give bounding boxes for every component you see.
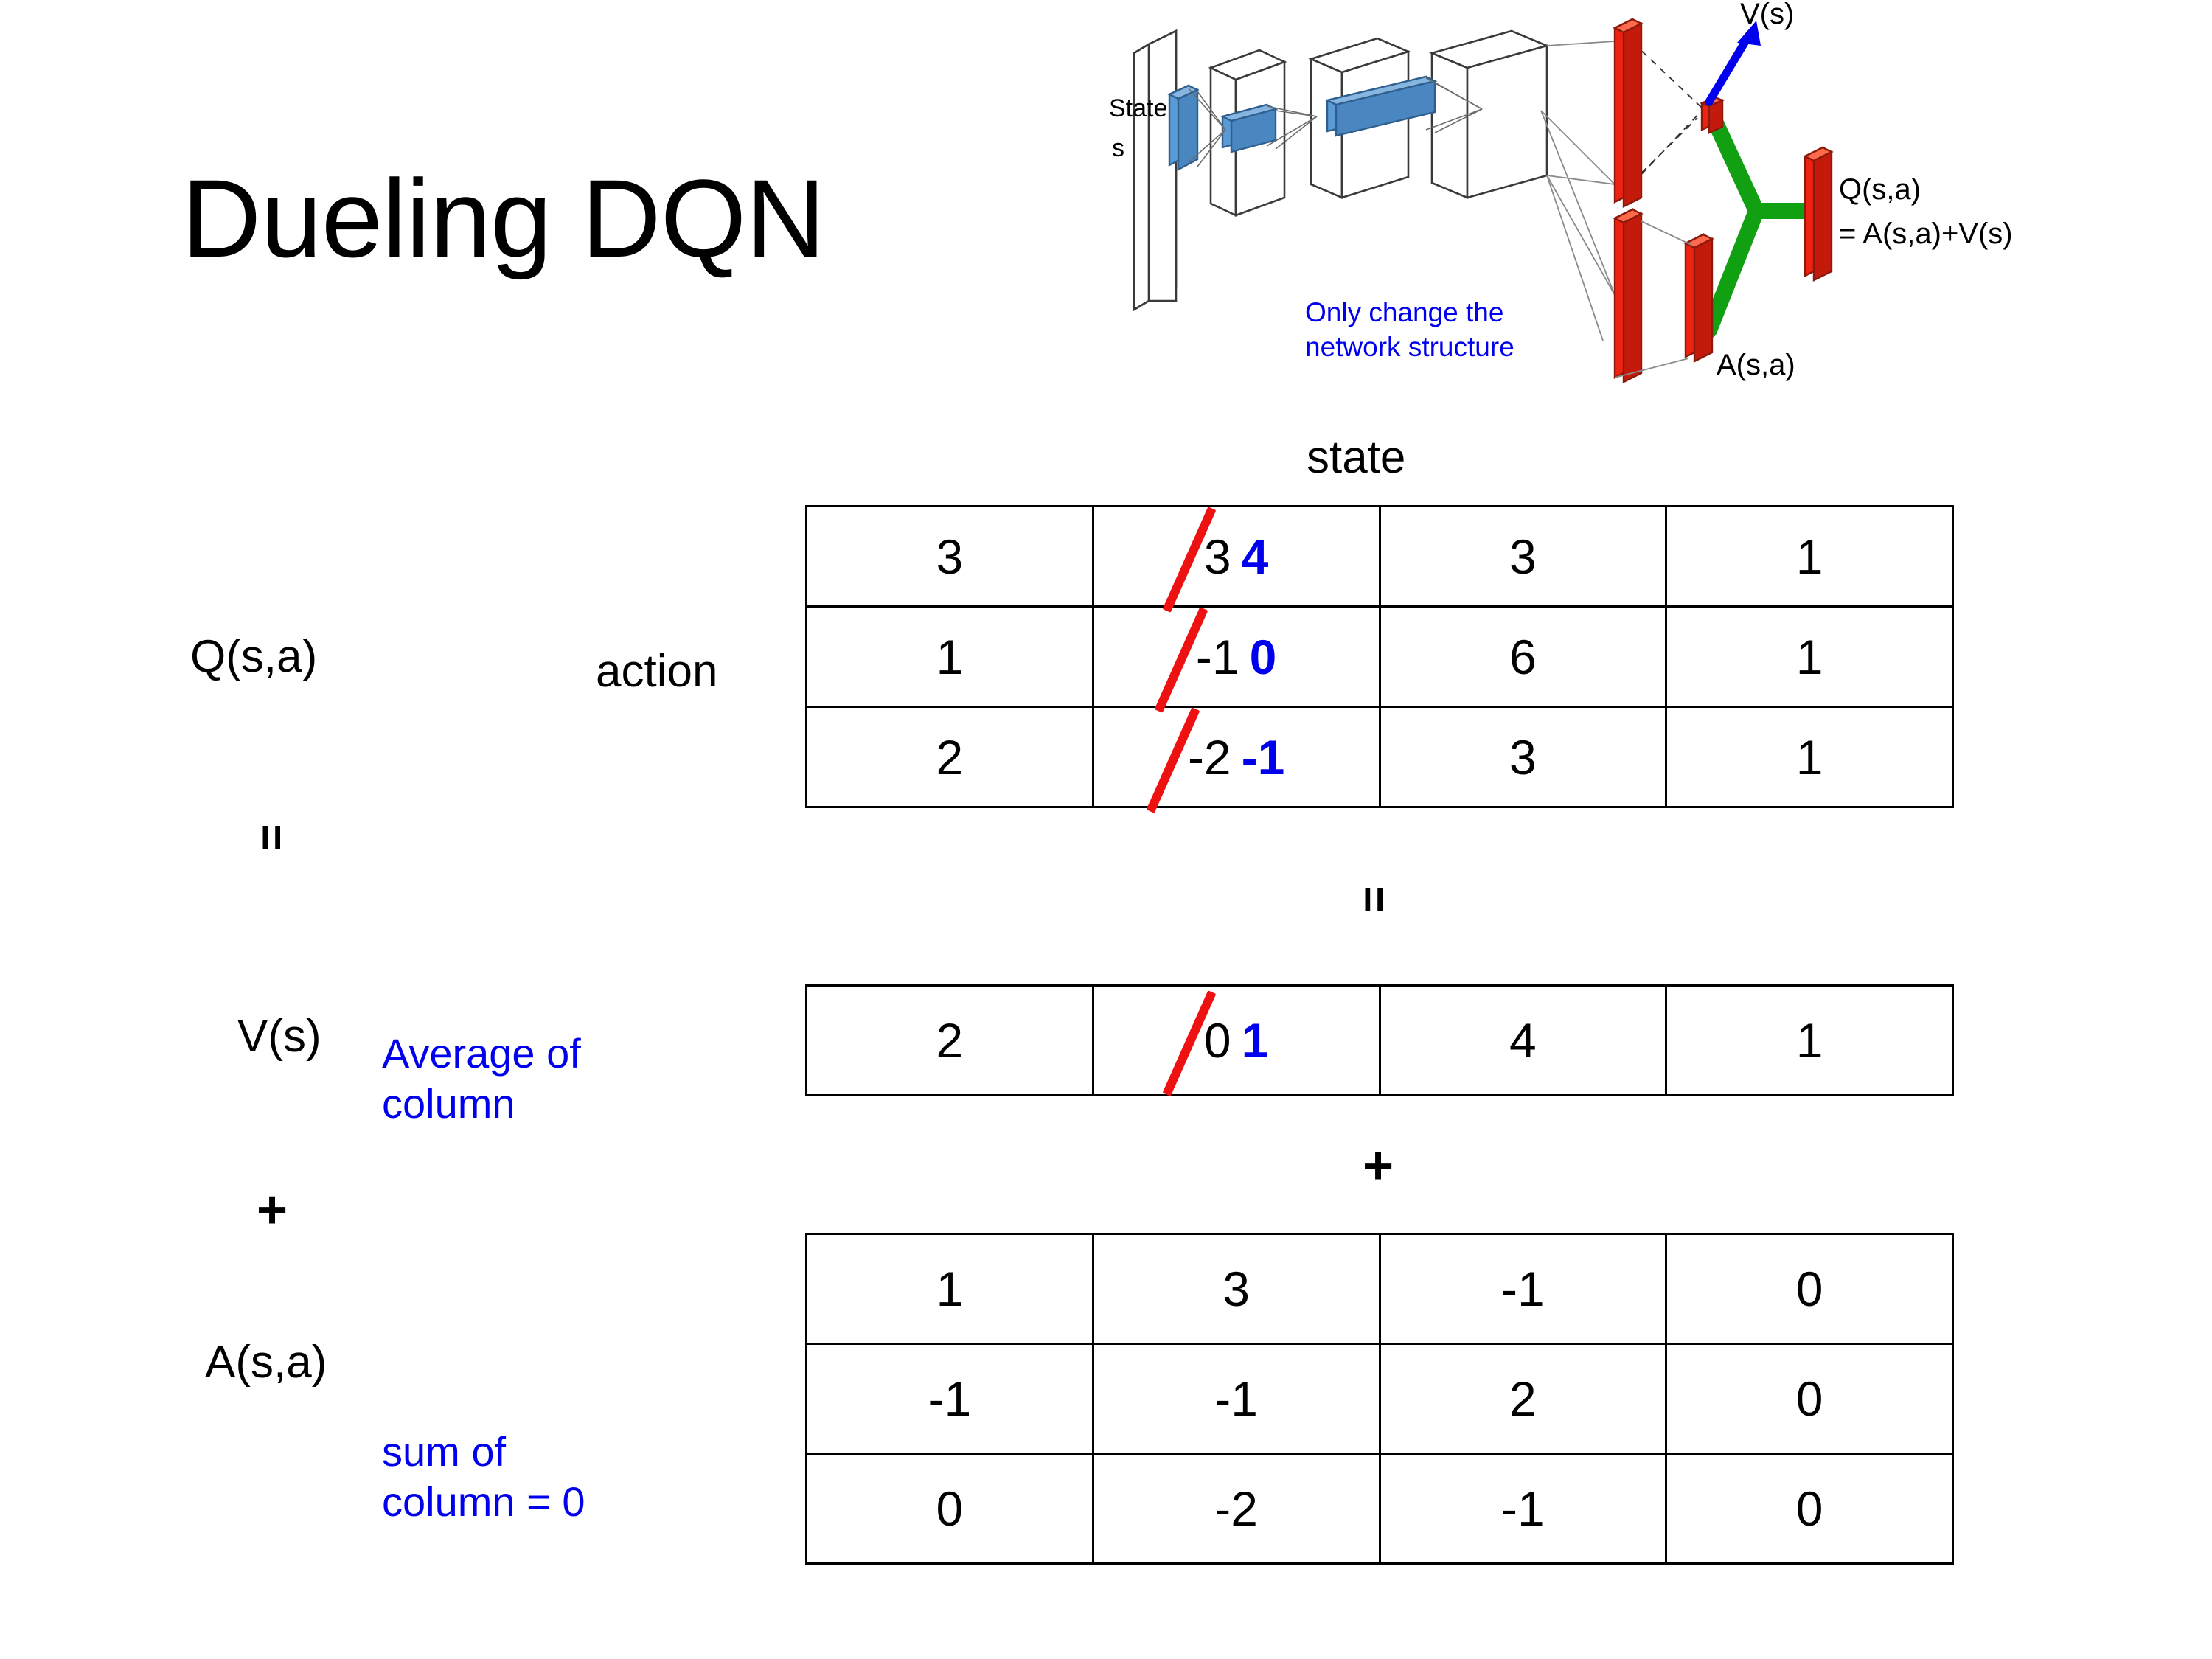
table-row: 2 -2-1 3 1 — [805, 706, 1954, 808]
a-cell-2-0[interactable]: 0 — [805, 1453, 1094, 1565]
cell-old-value: -2 — [1187, 729, 1231, 785]
note-average-of-column: Average of column — [382, 1030, 581, 1127]
cell-old-value: -1 — [1195, 629, 1239, 684]
cell-new-value: 1 — [1241, 1013, 1269, 1068]
q-cell-0-0[interactable]: 3 — [805, 505, 1094, 608]
diagram-v-label: V(s) — [1740, 0, 1794, 30]
cell-value: -1 — [1214, 1371, 1258, 1426]
q-cell-0-3[interactable]: 1 — [1665, 505, 1954, 608]
q-cell-2-3[interactable]: 1 — [1665, 706, 1954, 808]
cell-value: 3 — [936, 529, 964, 584]
cell-value: 1 — [936, 629, 964, 684]
q-cell-2-0[interactable]: 2 — [805, 706, 1094, 808]
plus-sign-left: + — [257, 1180, 288, 1239]
q-cell-1-2[interactable]: 6 — [1378, 605, 1668, 708]
cell-value: 1 — [1795, 729, 1823, 785]
cell-value: 0 — [1795, 1481, 1823, 1536]
a-cell-1-3[interactable]: 0 — [1665, 1343, 1954, 1455]
a-table: 1 3 -1 0 -1 -1 2 0 0 -2 -1 0 — [805, 1233, 1954, 1565]
page-title: Dueling DQN — [181, 156, 826, 280]
equals-sign-between-tables: = — [1348, 886, 1399, 914]
a-cell-2-3[interactable]: 0 — [1665, 1453, 1954, 1565]
diagram-q-label-line2: = A(s,a)+V(s) — [1839, 218, 2013, 250]
v-cell-0-0[interactable]: 2 — [805, 984, 1094, 1096]
table-row: 1 3 -1 0 — [805, 1233, 1954, 1345]
axis-label-state: state — [1307, 432, 1406, 483]
a-cell-2-1[interactable]: -2 — [1091, 1453, 1381, 1565]
diagram-q-label-line1: Q(s,a) — [1839, 173, 1921, 206]
row-label-a: A(s,a) — [205, 1337, 327, 1388]
cell-value: 3 — [1222, 1262, 1250, 1316]
table-row: -1 -1 2 0 — [805, 1343, 1954, 1455]
equals-sign-left: = — [246, 824, 297, 851]
q-cell-2-2[interactable]: 3 — [1378, 706, 1668, 808]
q-cell-1-3[interactable]: 1 — [1665, 605, 1954, 708]
cell-old-value: 0 — [1203, 1013, 1231, 1068]
cell-value: -1 — [928, 1371, 972, 1426]
v-cell-0-3[interactable]: 1 — [1665, 984, 1954, 1096]
diagram-state-label: State — [1109, 94, 1167, 122]
a-cell-0-2[interactable]: -1 — [1378, 1233, 1668, 1345]
table-row: 0 -2 -1 0 — [805, 1453, 1954, 1565]
cell-old-value: 3 — [1203, 529, 1231, 584]
cell-value: 2 — [936, 1013, 964, 1068]
row-label-v: V(s) — [237, 1011, 321, 1062]
a-cell-0-3[interactable]: 0 — [1665, 1233, 1954, 1345]
cell-value: 1 — [1795, 529, 1823, 584]
cell-value: 0 — [1795, 1371, 1823, 1426]
cell-value: 1 — [1795, 629, 1823, 684]
cell-value: 0 — [936, 1481, 964, 1536]
cell-value: 0 — [1795, 1262, 1823, 1316]
q-cell-1-0[interactable]: 1 — [805, 605, 1094, 708]
a-cell-1-0[interactable]: -1 — [805, 1343, 1094, 1455]
dueling-network-diagram: State s V(s) A(s,a) Q(s,a) = A(s,a)+V(s)… — [1099, 0, 2212, 413]
plus-sign-between-tables: + — [1363, 1136, 1394, 1195]
cell-new-value: -1 — [1241, 729, 1285, 785]
cell-value: 1 — [936, 1262, 964, 1316]
cell-new-value: 0 — [1249, 629, 1277, 684]
axis-label-action: action — [596, 646, 718, 697]
a-cell-2-2[interactable]: -1 — [1378, 1453, 1668, 1565]
cell-value: -1 — [1501, 1481, 1545, 1536]
q-cell-2-1[interactable]: -2-1 — [1091, 706, 1381, 808]
cell-value: 1 — [1795, 1013, 1823, 1068]
note-sum-of-column: sum of column = 0 — [382, 1428, 585, 1526]
a-cell-1-1[interactable]: -1 — [1091, 1343, 1381, 1455]
cell-value: 3 — [1509, 729, 1537, 785]
a-cell-0-1[interactable]: 3 — [1091, 1233, 1381, 1345]
cell-value: 6 — [1509, 629, 1537, 684]
diagram-a-label: A(s,a) — [1717, 349, 1795, 381]
a-cell-1-2[interactable]: 2 — [1378, 1343, 1668, 1455]
cell-new-value: 4 — [1241, 529, 1269, 584]
cell-value: -1 — [1501, 1262, 1545, 1316]
cell-value: 4 — [1509, 1013, 1537, 1068]
q-cell-0-2[interactable]: 3 — [1378, 505, 1668, 608]
row-label-q: Q(s,a) — [190, 631, 318, 682]
a-cell-0-0[interactable]: 1 — [805, 1233, 1094, 1345]
cell-value: 2 — [936, 729, 964, 785]
v-cell-0-2[interactable]: 4 — [1378, 984, 1668, 1096]
cell-value: 2 — [1509, 1371, 1537, 1426]
diagram-state-sub: s — [1112, 134, 1124, 162]
cell-value: -2 — [1214, 1481, 1258, 1536]
cell-value: 3 — [1509, 529, 1537, 584]
